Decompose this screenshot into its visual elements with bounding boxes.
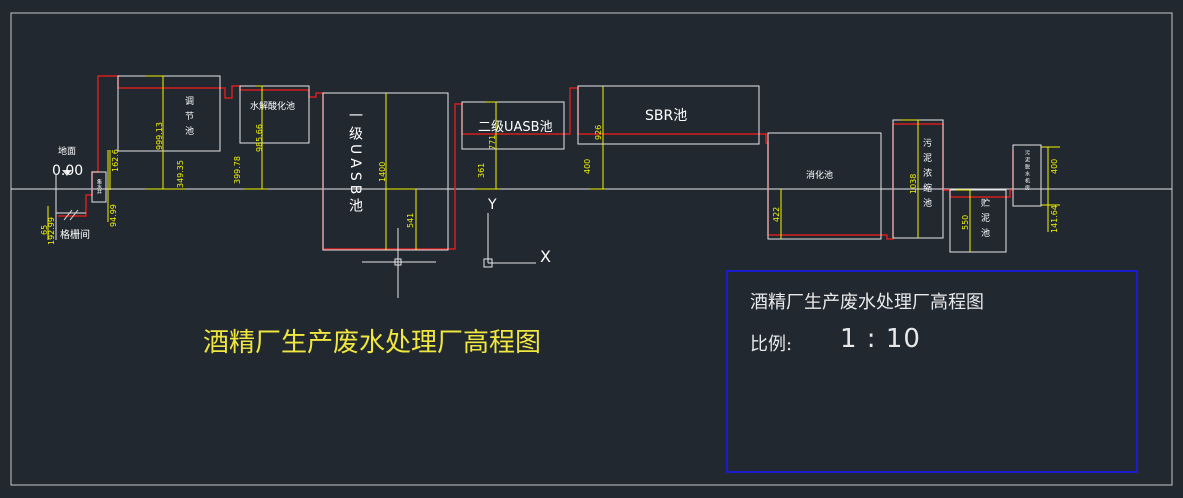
elev-dewatering-top: 400 — [1050, 159, 1059, 174]
elev-digestion: 422 — [772, 207, 781, 222]
screen-chamber — [47, 170, 86, 240]
collect-well — [91, 171, 107, 203]
digestion-tank-label: 消化池 — [806, 169, 833, 181]
screen-label: 格栅间 — [60, 228, 90, 241]
elev-uasb1-top: 1400 — [378, 162, 387, 182]
hydrolysis-tank-label: 水解酸化池 — [250, 100, 295, 112]
elev-sbr-top: 926 — [594, 125, 603, 140]
axis-y-label: Y — [487, 197, 497, 213]
dewatering-room — [1012, 144, 1042, 207]
cad-crosshair-cursor[interactable] — [362, 228, 436, 298]
regulating-tank-label: 调节池 — [183, 96, 194, 141]
uasb1-label: 一级UASB池 — [347, 108, 363, 216]
sludge-storage-label: 贮泥池 — [979, 197, 990, 243]
uasb2-tank — [461, 101, 565, 150]
uasb2-label: 二级UASB池 — [478, 120, 553, 135]
elev-uasb1-bottom: 541 — [406, 213, 415, 228]
elev-uasb2-top: 771 — [488, 135, 497, 150]
sludge-storage-tank — [949, 189, 1007, 253]
title-block[interactable]: 酒精厂生产废水处理厂高程图 比例: 1 : 10 — [726, 270, 1138, 473]
sludge-thickener-label: 污泥浓缩池 — [921, 137, 932, 213]
scale-value: 1 : 10 — [840, 324, 921, 354]
datum-marker-icon — [62, 170, 72, 176]
datum-value: 0.00 — [52, 163, 83, 179]
drawing-frame — [10, 12, 1173, 486]
elev-hydrolysis-bottom: 399.78 — [233, 156, 242, 184]
collect-well-label: 集水井 — [96, 178, 102, 195]
sbr-tank — [577, 85, 760, 145]
axis-x-label: X — [540, 247, 551, 266]
elev-uasb2-bottom: 361 — [477, 163, 486, 178]
sbr-label: SBR池 — [645, 108, 687, 124]
ucs-axis-icon — [483, 213, 536, 268]
dewatering-room-label: 污泥脱水机房 — [1024, 149, 1030, 192]
elev-screen-b: 192.99 — [47, 217, 56, 245]
elev-sbr-bottom: 400 — [583, 159, 592, 174]
regulating-tank — [117, 75, 221, 152]
scale-label: 比例: — [750, 334, 793, 355]
elev-collect-bottom: 94.99 — [109, 204, 118, 227]
title-block-title: 酒精厂生产废水处理厂高程图 — [750, 292, 984, 313]
elev-hydrolysis-top: 985.66 — [255, 124, 264, 152]
elev-dewatering-bottom: 141.64 — [1050, 205, 1059, 233]
elev-collect-top: 162.6 — [111, 149, 120, 172]
datum-label: 地面 — [58, 145, 76, 157]
elev-regulating-top: 999.13 — [155, 122, 164, 150]
digestion-tank — [767, 132, 882, 240]
drawing-title: 酒精厂生产废水处理厂高程图 — [203, 328, 542, 358]
elev-storage: 550 — [961, 215, 970, 230]
elev-thickener: 1038 — [909, 174, 918, 194]
hydrolysis-tank — [239, 85, 310, 144]
elev-regulating-bottom: 349.35 — [176, 160, 185, 188]
elev-screen-a: 65 — [40, 225, 49, 235]
